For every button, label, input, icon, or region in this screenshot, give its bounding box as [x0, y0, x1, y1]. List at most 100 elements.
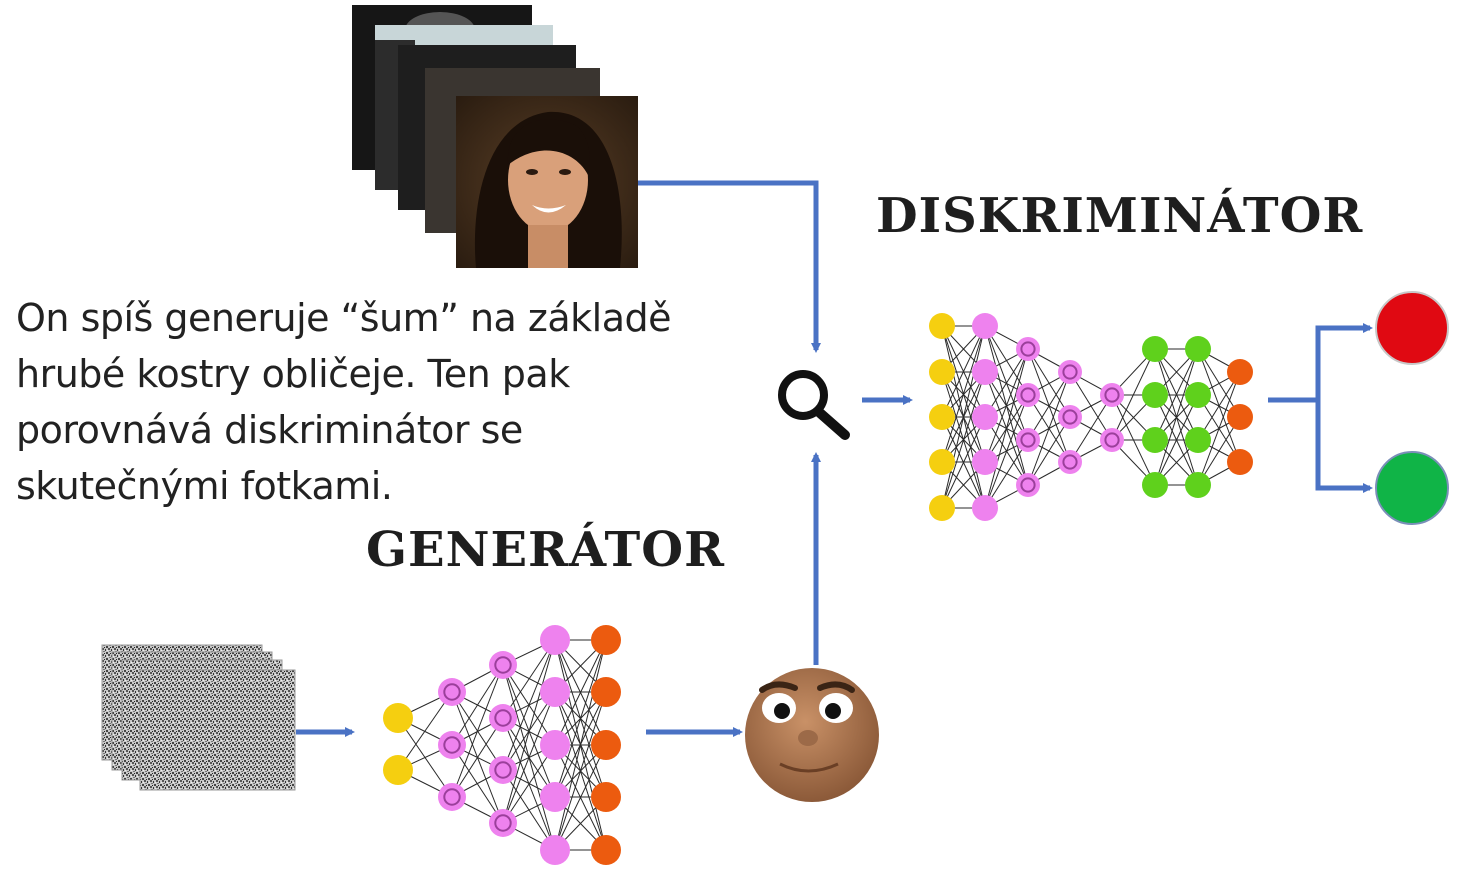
network-edge — [502, 639, 556, 824]
network-edge — [941, 325, 986, 463]
network-node — [489, 704, 517, 732]
network-node-ring — [494, 814, 512, 832]
network-nodes — [383, 313, 1253, 865]
network-edge — [1027, 371, 1071, 486]
noise-image-stack-icon — [101, 644, 296, 791]
network-node — [929, 359, 955, 385]
network-node — [383, 703, 413, 733]
caption-line: On spíš generuje “šum” na základě — [16, 296, 672, 340]
network-edge — [1154, 394, 1199, 486]
network-node — [591, 730, 621, 760]
network-node — [489, 756, 517, 784]
network-node — [1016, 337, 1040, 361]
caption-line: hrubé kostry obličeje. Ten pak — [16, 352, 570, 396]
network-node — [1016, 383, 1040, 407]
flow-arrows — [296, 180, 1373, 737]
network-node — [540, 782, 570, 812]
network-edge — [941, 416, 986, 509]
network-node — [972, 359, 998, 385]
network-edge — [451, 664, 504, 798]
network-edge — [984, 348, 1029, 463]
network-edge — [941, 325, 986, 418]
network-edge — [1069, 394, 1113, 463]
network-node — [540, 677, 570, 707]
network-node — [591, 677, 621, 707]
network-node-ring — [494, 656, 512, 674]
network-node-ring — [1062, 409, 1078, 425]
network-node — [972, 404, 998, 430]
network-edge — [502, 639, 556, 771]
network-edge — [1197, 371, 1241, 441]
network-edge — [502, 691, 556, 824]
network-node — [929, 495, 955, 521]
network-node-ring — [1062, 454, 1078, 470]
network-node-ring — [494, 761, 512, 779]
network-node — [1185, 472, 1211, 498]
network-node — [1185, 427, 1211, 453]
network-node — [1142, 472, 1168, 498]
network-node-ring — [1062, 364, 1078, 380]
network-edge — [554, 691, 607, 851]
network-node — [591, 835, 621, 865]
arrow-real-to-magnifier — [638, 180, 821, 353]
network-edge — [941, 325, 986, 509]
network-edge — [502, 744, 556, 824]
network-node-ring — [1020, 387, 1036, 403]
magnifier-icon — [778, 370, 850, 440]
green-circle-icon — [1375, 451, 1449, 525]
network-node — [1100, 383, 1124, 407]
network-edge — [1154, 348, 1199, 486]
network-edge — [984, 439, 1029, 509]
network-edge — [451, 717, 504, 798]
network-node — [1058, 360, 1082, 384]
network-node — [929, 313, 955, 339]
network-edge — [1027, 416, 1071, 486]
network-edge — [554, 639, 607, 851]
arrow-to-green-output — [1315, 400, 1373, 493]
network-node — [1185, 382, 1211, 408]
network-node — [540, 625, 570, 655]
network-node-ring — [443, 788, 461, 806]
caption-line: skutečnými fotkami. — [16, 464, 393, 508]
network-node — [489, 651, 517, 679]
network-node-ring — [1020, 341, 1036, 357]
network-node — [1227, 404, 1253, 430]
real-photos-stack — [352, 5, 638, 268]
network-edge — [984, 348, 1029, 509]
network-node — [489, 809, 517, 837]
discriminator-title: DISKRIMINÁTOR — [876, 188, 1364, 244]
network-node — [929, 404, 955, 430]
network-node — [591, 625, 621, 655]
network-node — [1016, 428, 1040, 452]
network-node — [1227, 449, 1253, 475]
network-node — [1058, 450, 1082, 474]
network-node-ring — [1104, 387, 1120, 403]
cartoon-face-icon — [745, 668, 879, 802]
network-node — [540, 835, 570, 865]
network-node — [972, 449, 998, 475]
network-node — [1142, 427, 1168, 453]
network-node-ring — [494, 709, 512, 727]
network-node — [1142, 336, 1168, 362]
network-node-ring — [443, 736, 461, 754]
arrow-to-red-output — [1315, 323, 1373, 400]
network-node — [972, 495, 998, 521]
network-edge — [941, 371, 986, 509]
network-node — [1100, 428, 1124, 452]
network-edge — [1111, 348, 1156, 441]
network-edge — [984, 394, 1029, 509]
network-node — [1185, 336, 1211, 362]
caption: On spíš generuje “šum” na základě hrubé … — [16, 290, 736, 514]
network-node — [438, 731, 466, 759]
network-node — [1016, 473, 1040, 497]
network-node — [591, 782, 621, 812]
generator-title: GENERÁTOR — [366, 522, 725, 578]
network-edge — [554, 639, 607, 798]
network-node — [438, 783, 466, 811]
network-edge — [1197, 371, 1241, 486]
network-edge — [1154, 348, 1199, 441]
network-edge — [502, 639, 556, 719]
caption-line: porovnává diskriminátor se — [16, 408, 523, 452]
